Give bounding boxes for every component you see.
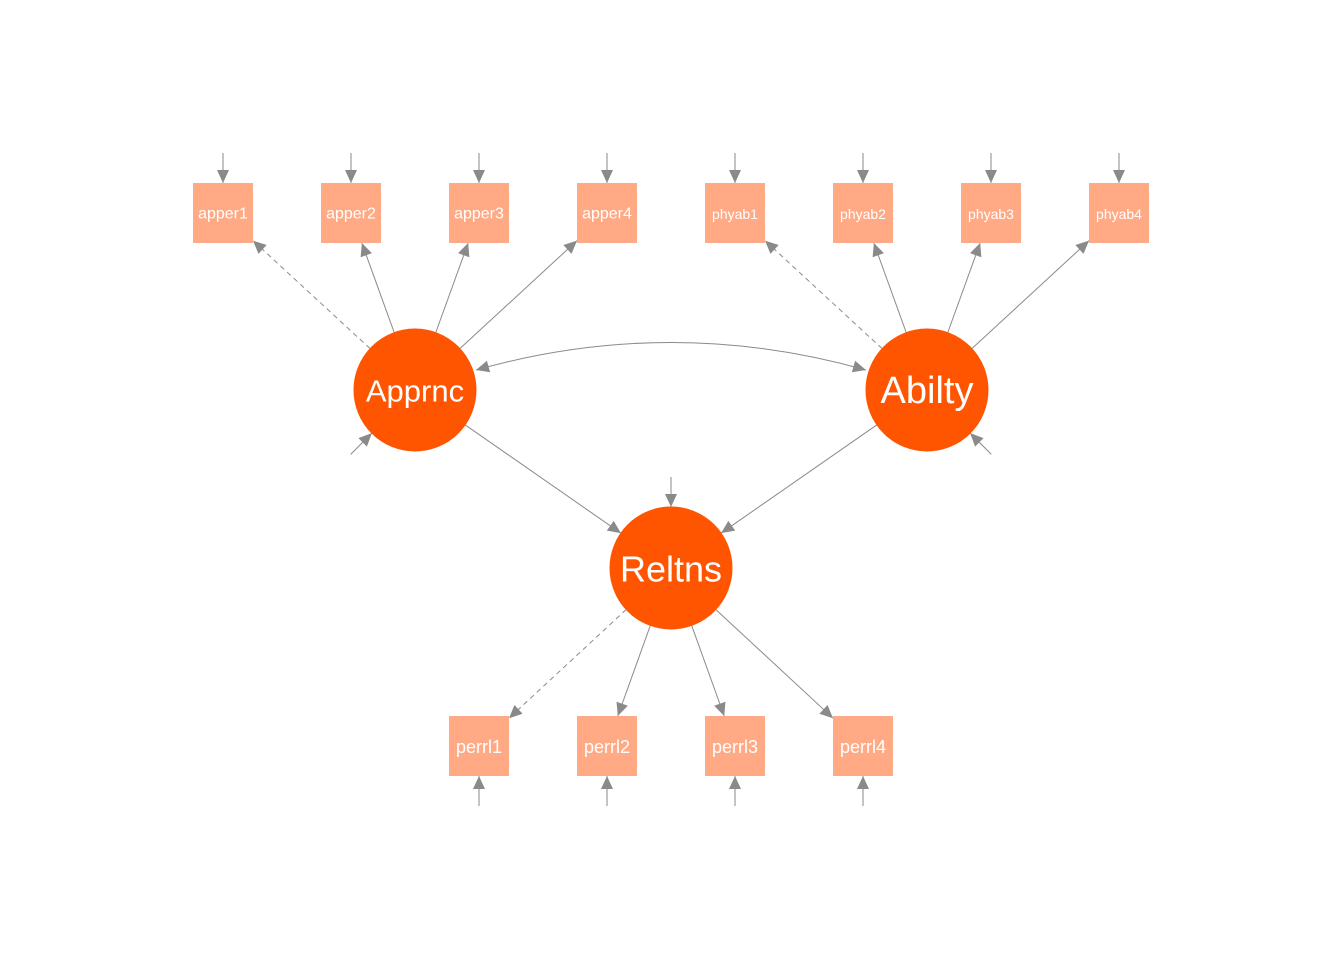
residual-arrowhead-phyab4: [1113, 170, 1125, 183]
manifest-node-phyab1: phyab1: [705, 183, 765, 243]
loading-edge-Reltns-perrl3: [691, 625, 725, 717]
manifest-node-perrl2: perrl2: [577, 716, 637, 776]
loading-arrowhead-apper2: [360, 243, 372, 258]
loading-edge-Apprnc-apper1: [252, 240, 371, 350]
regression-arrowhead-Abilty-Reltns: [721, 520, 736, 534]
latent-node-Apprnc: Apprnc: [353, 328, 477, 452]
manifest-label-phyab3: phyab3: [968, 206, 1014, 222]
residual-arrowhead-phyab2: [857, 170, 869, 183]
loading-arrowhead-phyab4: [1075, 240, 1089, 254]
loading-arrowhead-perrl4: [819, 704, 833, 719]
manifest-node-apper1: apper1: [193, 183, 253, 243]
manifest-node-perrl1: perrl1: [449, 716, 509, 776]
manifest-label-perrl2: perrl2: [584, 737, 630, 757]
manifest-label-apper3: apper3: [454, 206, 504, 223]
manifest-node-apper2: apper2: [321, 183, 381, 243]
loading-edge-Apprnc-apper2: [361, 242, 395, 333]
latent-label-Reltns: Reltns: [620, 549, 722, 590]
residual-arrowhead-apper2: [345, 170, 357, 183]
residual-arrowhead-perrl2: [601, 776, 613, 789]
residual-arrowhead-phyab1: [729, 170, 741, 183]
manifest-node-phyab4: phyab4: [1089, 183, 1149, 243]
manifest-label-apper4: apper4: [582, 206, 632, 223]
residual-arrowhead-perrl4: [857, 776, 869, 789]
loading-edge-Reltns-perrl4: [715, 609, 834, 719]
residual-arrowhead-apper4: [601, 170, 613, 183]
residual-arrowhead-apper1: [217, 170, 229, 183]
latent-circle-Apprnc: [353, 328, 477, 452]
manifest-label-phyab4: phyab4: [1096, 206, 1142, 222]
residual-arrowhead-Abilty: [970, 433, 984, 447]
manifest-label-phyab2: phyab2: [840, 206, 886, 222]
latent-circle-Abilty: [865, 328, 989, 452]
loading-edge-Abilty-phyab1: [764, 240, 883, 350]
loading-arrowhead-phyab3: [970, 243, 982, 258]
manifest-box-phyab3: [961, 183, 1021, 243]
residual-arrowhead-Reltns: [665, 494, 677, 507]
manifest-node-perrl3: perrl3: [705, 716, 765, 776]
manifest-box-apper4: [577, 183, 637, 243]
manifest-label-perrl3: perrl3: [712, 737, 758, 757]
latent-node-Abilty: Abilty: [865, 328, 989, 452]
manifest-box-apper1: [193, 183, 253, 243]
manifest-box-apper3: [449, 183, 509, 243]
manifest-box-perrl1: [449, 716, 509, 776]
loading-arrowhead-apper3: [458, 243, 470, 258]
loading-arrowhead-apper1: [253, 240, 267, 254]
loading-arrowhead-perrl1: [509, 704, 523, 719]
manifest-box-apper2: [321, 183, 381, 243]
manifest-box-perrl2: [577, 716, 637, 776]
loading-arrowhead-perrl2: [616, 701, 628, 716]
loading-arrowhead-phyab1: [765, 240, 779, 254]
latent-circle-Reltns: [609, 506, 733, 630]
manifest-box-phyab1: [705, 183, 765, 243]
loading-arrowhead-phyab2: [872, 243, 884, 258]
residual-arrowhead-phyab3: [985, 170, 997, 183]
residual-arrowhead-apper3: [473, 170, 485, 183]
manifest-box-perrl3: [705, 716, 765, 776]
loading-edge-Abilty-phyab4: [971, 240, 1090, 350]
loading-edge-Abilty-phyab3: [947, 242, 981, 333]
regression-arrowhead-Apprnc-Reltns: [606, 520, 621, 534]
latent-node-Reltns: Reltns: [609, 506, 733, 630]
manifest-node-phyab3: phyab3: [961, 183, 1021, 243]
covariance-edge-Apprnc-Abilty: [475, 342, 867, 371]
latent-label-Apprnc: Apprnc: [366, 374, 464, 409]
regression-edge-Abilty-Reltns: [720, 424, 878, 534]
manifest-node-apper3: apper3: [449, 183, 509, 243]
manifest-box-perrl4: [833, 716, 893, 776]
manifest-label-perrl4: perrl4: [840, 737, 886, 757]
manifest-box-phyab2: [833, 183, 893, 243]
residual-arrowhead-perrl1: [473, 776, 485, 789]
manifest-box-phyab4: [1089, 183, 1149, 243]
loading-edge-Apprnc-apper3: [435, 242, 469, 333]
manifest-node-phyab2: phyab2: [833, 183, 893, 243]
covariance-arrowhead-Abilty: [851, 360, 866, 373]
nodes-layer: apper1 apper2 apper3 apper4 phyab1 phyab2 phya…: [193, 183, 1149, 776]
residual-arrowhead-Apprnc: [358, 433, 372, 447]
loading-arrowhead-apper4: [563, 240, 577, 254]
manifest-label-apper1: apper1: [198, 206, 248, 223]
loading-edge-Apprnc-apper4: [459, 240, 578, 350]
loading-edge-Reltns-perrl1: [508, 609, 627, 719]
loading-edge-Abilty-phyab2: [873, 242, 907, 333]
manifest-label-apper2: apper2: [326, 206, 376, 223]
loading-edge-Reltns-perrl2: [617, 625, 651, 717]
residual-arrowhead-perrl3: [729, 776, 741, 789]
manifest-label-perrl1: perrl1: [456, 737, 502, 757]
edges-layer: [217, 153, 1125, 806]
regression-edge-Apprnc-Reltns: [464, 424, 622, 534]
manifest-node-apper4: apper4: [577, 183, 637, 243]
loading-arrowhead-perrl3: [714, 701, 726, 716]
manifest-label-phyab1: phyab1: [712, 206, 758, 222]
latent-label-Abilty: Abilty: [881, 370, 974, 412]
manifest-node-perrl4: perrl4: [833, 716, 893, 776]
covariance-arrowhead-Apprnc: [476, 360, 491, 373]
